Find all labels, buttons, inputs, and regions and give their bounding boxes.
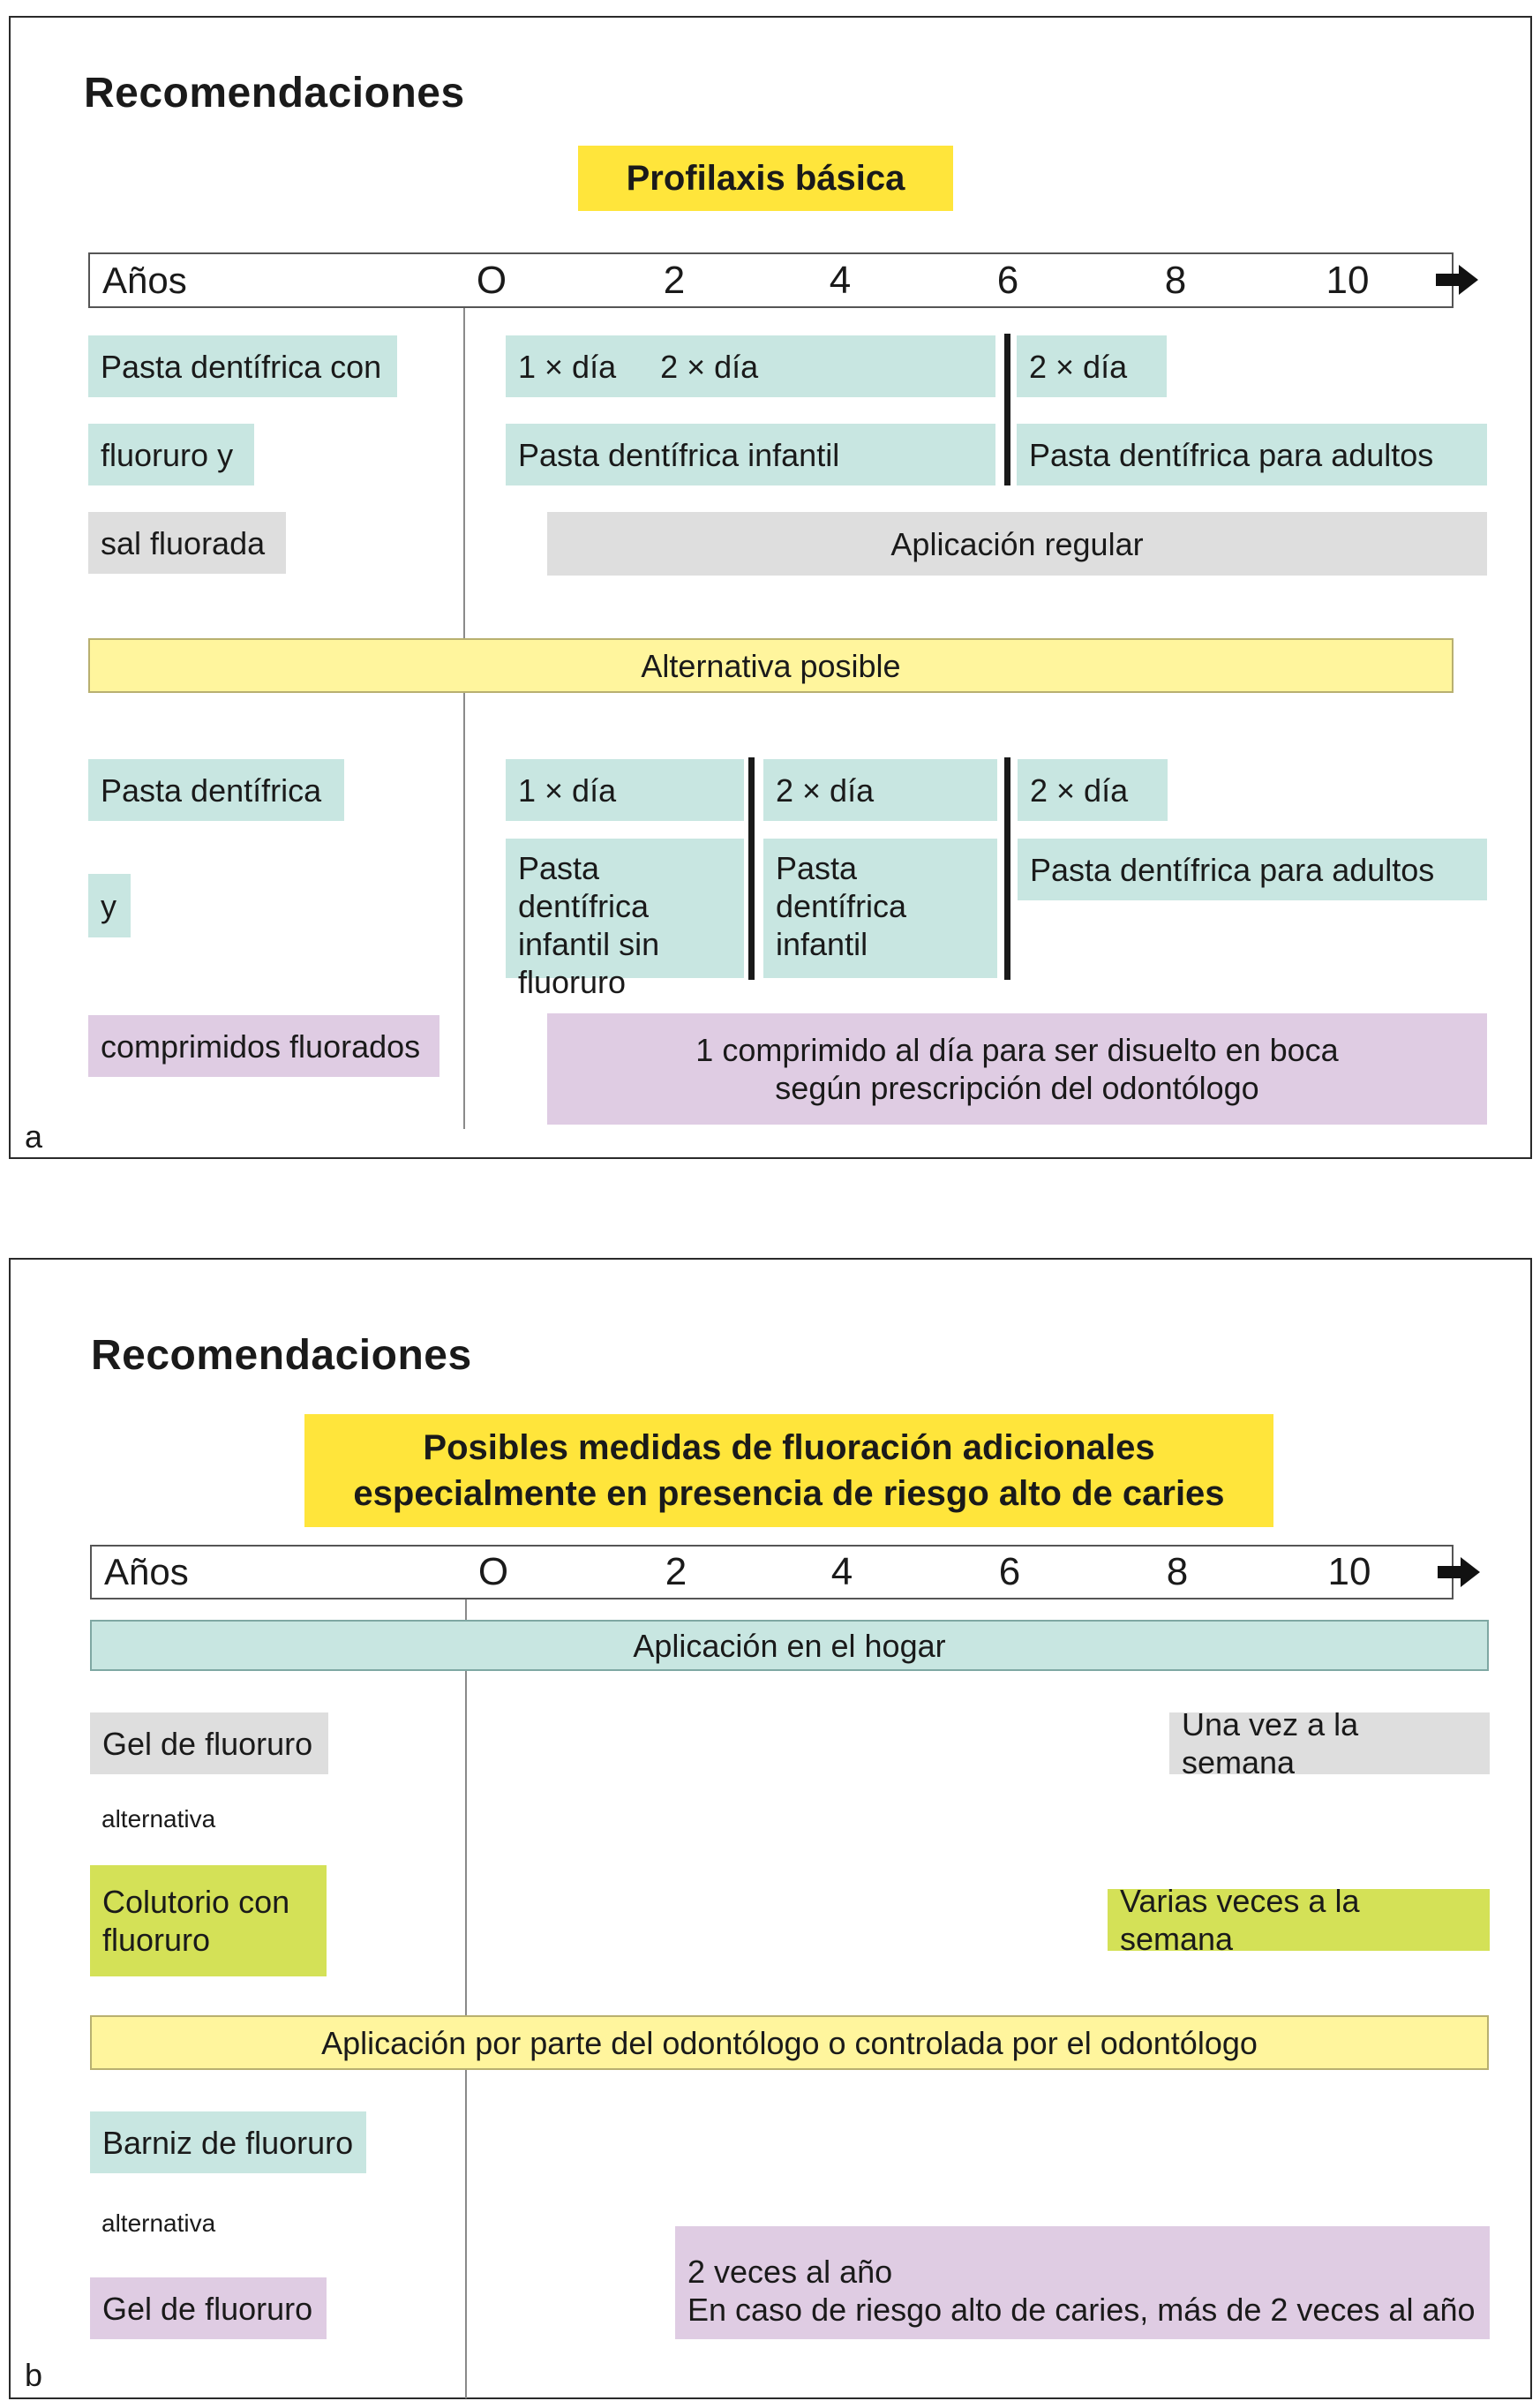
axis-label: Años (102, 259, 187, 301)
pasta-adultos-box-2: Pasta dentífrica para adultos (1018, 839, 1487, 900)
arrow-right-icon (1438, 1557, 1480, 1587)
freq-child-box: 1 × día 2 × día (506, 335, 995, 397)
arrow-right-icon (1436, 265, 1478, 295)
gel-fluoruro-box: Gel de fluoruro (90, 1712, 328, 1774)
pasta-adultos-box: Pasta dentífrica para adultos (1017, 424, 1487, 485)
panel-b-title: Posibles medidas de fluoración adicional… (304, 1414, 1273, 1527)
alternativa-label-2: alternativa (101, 2209, 216, 2237)
tick-6: 6 (996, 258, 1019, 302)
tick-10: 10 (1327, 1550, 1371, 1593)
axis-label: Años (104, 1551, 189, 1592)
panel-a-timeline: Años O 2 4 6 8 10 (88, 252, 1454, 308)
tick-4: 4 (830, 1550, 853, 1593)
tick-8: 8 (1164, 258, 1187, 302)
panel-a-label: a (25, 1118, 43, 1155)
label-y: y (88, 874, 131, 937)
tick-10: 10 (1326, 258, 1370, 302)
panel-b-title-line-1: Posibles medidas de fluoración adicional… (423, 1428, 1155, 1467)
aplicacion-regular-box: Aplicación regular (547, 512, 1487, 576)
tick-6: 6 (998, 1550, 1021, 1593)
alternativa-posible-bar: Alternativa posible (88, 638, 1454, 693)
pasta-infantil-box: Pasta dentífrica infantil (506, 424, 995, 485)
alternativa-label-1: alternativa (101, 1805, 216, 1833)
aplicacion-hogar-bar: Aplicación en el hogar (90, 1620, 1489, 1671)
tick-2: 2 (665, 1550, 687, 1593)
panel-b-heading: Recomendaciones (91, 1332, 472, 1379)
tick-8: 8 (1166, 1550, 1189, 1593)
panel-a-title-text: Profilaxis básica (626, 159, 905, 198)
pasta-infantil-box-2: Pasta dentífrica infantil (763, 839, 997, 978)
gel-fluoruro-box-2: Gel de fluoruro (90, 2277, 327, 2339)
label-sal-fluorada: sal fluorada (88, 512, 286, 574)
panel-a-title: Profilaxis básica (578, 146, 953, 211)
birth-guide-line (465, 1599, 467, 2398)
dos-veces-ano-box: 2 veces al año En caso de riesgo alto de… (675, 2226, 1490, 2339)
freq-1-day: 1 × día (518, 348, 617, 385)
tick-2: 2 (663, 258, 686, 302)
aplicacion-odontologo-bar: Aplicación por parte del odontólogo o co… (90, 2015, 1489, 2070)
panel-b-timeline: Años O 2 4 6 8 10 (90, 1545, 1454, 1599)
tick-4: 4 (829, 258, 852, 302)
freq-box-1: 1 × día (506, 759, 744, 821)
tick-0: O (477, 1550, 509, 1593)
panel-b-label: b (25, 2357, 43, 2393)
tick-0: O (476, 258, 507, 302)
varias-veces-semana-box: Varias veces a la semana (1108, 1883, 1490, 1957)
panel-a-heading: Recomendaciones (84, 70, 465, 117)
comprimido-box: 1 comprimido al día para ser disuelto en… (547, 1013, 1487, 1125)
birth-guide-line (463, 308, 465, 1129)
freq-box-3: 2 × día (1018, 759, 1168, 821)
transition-marker-3 (1004, 757, 1010, 980)
label-pasta-con: Pasta dentífrica con (88, 335, 397, 397)
freq-adult-box: 2 × día (1017, 335, 1167, 397)
colutorio-box: Colutorio con fluoruro (90, 1865, 327, 1976)
freq-2-day: 2 × día (660, 348, 759, 385)
freq-box-2: 2 × día (763, 759, 997, 821)
transition-marker (1004, 334, 1010, 485)
una-vez-semana-box: Una vez a la semana (1169, 1706, 1490, 1780)
label-pasta: Pasta dentífrica (88, 759, 344, 821)
barniz-fluoruro-box: Barniz de fluoruro (90, 2111, 366, 2173)
panel-b-title-line-2: especialmente en presencia de riesgo alt… (353, 1474, 1225, 1513)
label-comprimidos: comprimidos fluorados (88, 1015, 439, 1077)
pasta-infantil-sin-box: Pasta dentífrica infantil sin fluoruro (506, 839, 744, 1000)
transition-marker-2 (748, 757, 755, 980)
label-fluoruro-y: fluoruro y (88, 424, 254, 485)
